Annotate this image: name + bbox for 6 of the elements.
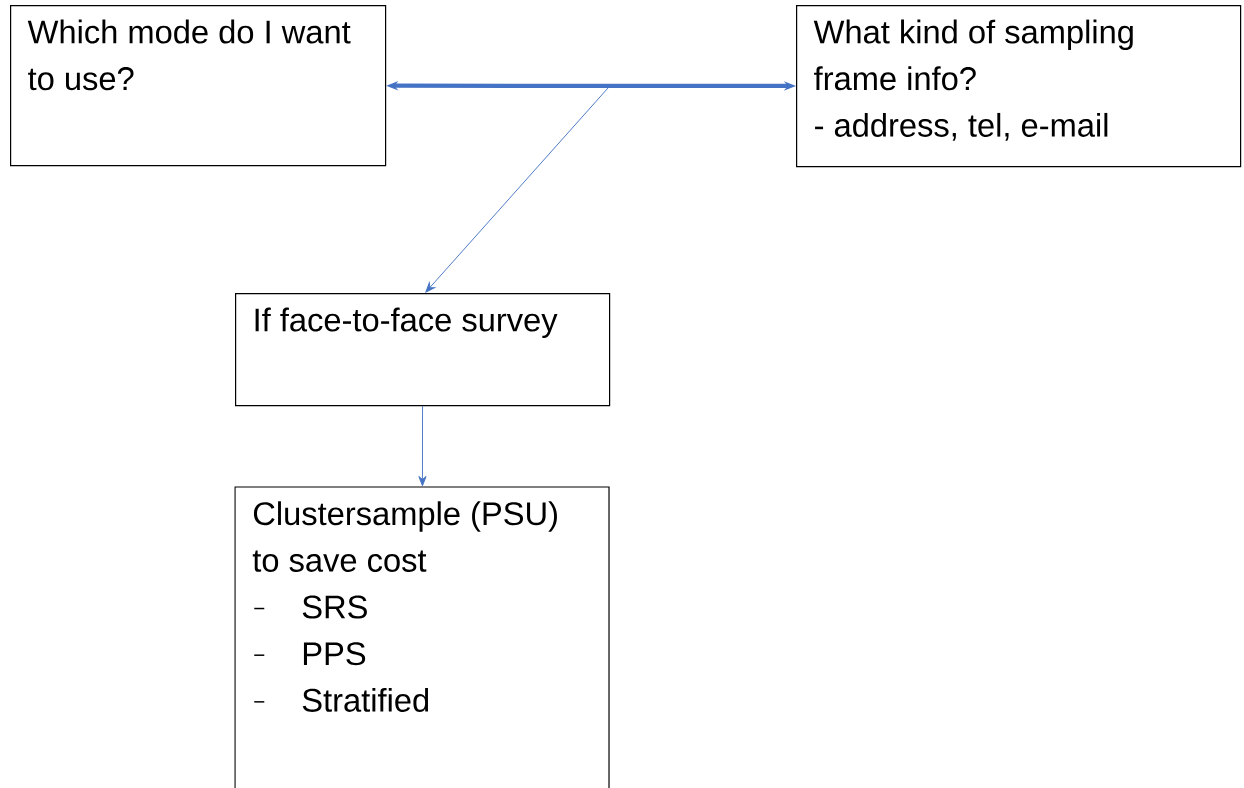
text-box: What kind of sampling frame info? - address, tel, e-mail [796,5,1242,168]
text-box: Clustersample (PSU) to save cost SRS PPS Stratified [234,486,610,788]
arrow [425,87,609,293]
arrow [418,405,427,487]
text-box: Which mode do I want to use? [10,5,387,167]
text-box: If face-to-face survey [235,293,611,407]
